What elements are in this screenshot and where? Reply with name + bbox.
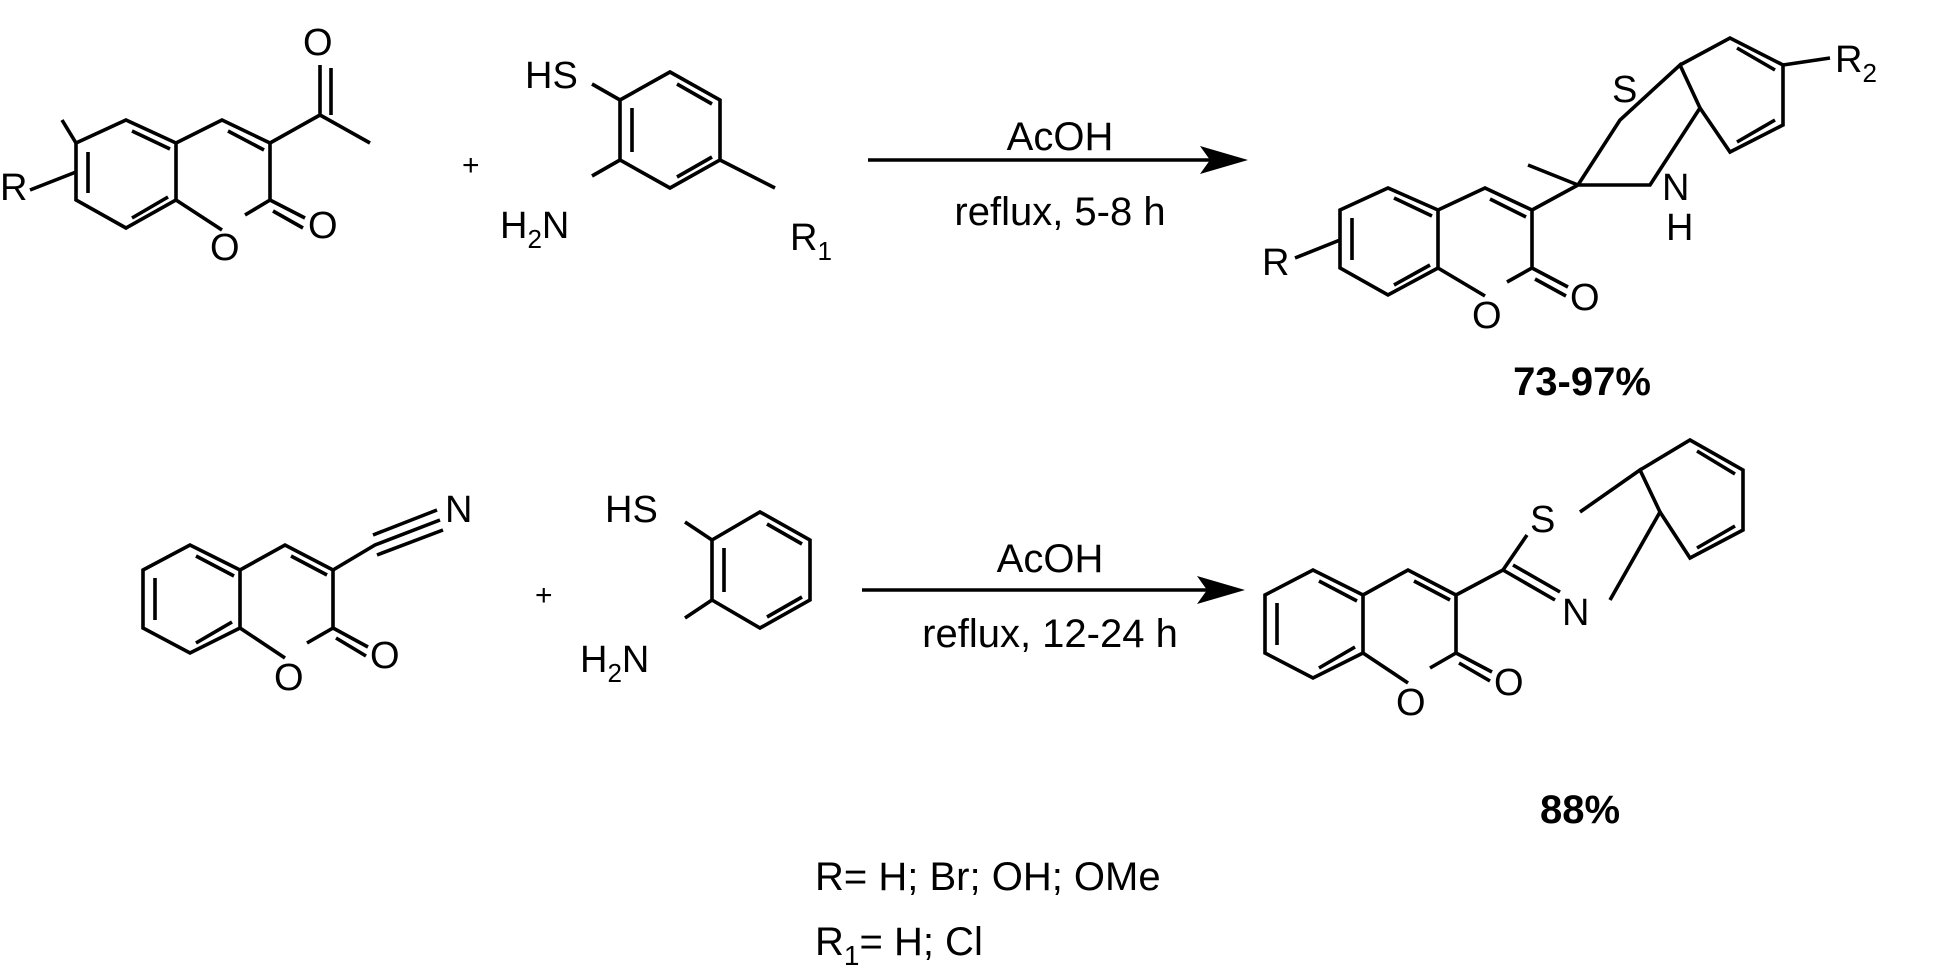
atom-ring-oxygen-product1: O (1472, 295, 1502, 337)
label-h2n: H2N (500, 205, 569, 254)
atom-ring-oxygen-product2: O (1396, 682, 1426, 724)
atom-nitrogen-product1: N (1662, 167, 1689, 209)
plus-sign-1: + (462, 149, 480, 182)
substituent-r: R (0, 167, 27, 209)
substituent-r1: R1 (790, 217, 832, 266)
svg-text:R2: R2 (1835, 39, 1877, 88)
product-coumarin-benzothiazoline: O O S N H R R2 (1262, 35, 1877, 337)
atom-carbonyl-oxygen-cyanocoumarin: O (370, 635, 400, 677)
atom-carbonyl-oxygen-product2: O (1494, 662, 1524, 704)
yield-label-2: 88% (1540, 788, 1620, 832)
reaction-arrow-2 (862, 576, 1245, 604)
legend-r-line: R= H; Br; OH; OMe (815, 855, 1161, 899)
substituent-legend: R= H; Br; OH; OMe R1= H; Cl (815, 855, 1161, 971)
atom-ring-oxygen-cyanocoumarin: O (274, 657, 304, 699)
label-h2n-2: H2N (580, 639, 649, 688)
conditions-label-2: reflux, 12-24 h (922, 612, 1178, 656)
product-coumarin-benzothiazole: O O S N (1263, 437, 1745, 724)
reactant-2-aminothiophenol: HS H2N (580, 489, 812, 688)
substituent-r2: R2 (1835, 39, 1877, 88)
yield-label-1: 73-97% (1513, 360, 1651, 404)
legend-r1-line: R1= H; Cl (815, 920, 983, 971)
atom-acetyl-oxygen: O (303, 22, 333, 64)
reagent-label-1: AcOH (1007, 115, 1114, 159)
svg-text:H2N: H2N (500, 205, 569, 254)
atom-hs-2: HS (605, 489, 658, 531)
plus-sign-2: + (535, 579, 553, 612)
conditions-label-1: reflux, 5-8 h (954, 190, 1165, 234)
svg-text:H2N: H2N (580, 639, 649, 688)
atom-carbonyl-oxygen: O (308, 205, 338, 247)
svg-text:R1: R1 (790, 217, 832, 266)
reactant-3-acetylcoumarin: O O O R (0, 22, 371, 269)
atom-ring-oxygen: O (210, 227, 240, 269)
reaction-arrow-1 (868, 146, 1248, 174)
reactant-3-cyanocoumarin: O O N (141, 489, 472, 699)
atom-hs: HS (525, 55, 578, 97)
atom-carbonyl-oxygen-product1: O (1570, 277, 1600, 319)
atom-sulfur-product2: S (1530, 499, 1555, 541)
reactant-aminothiophenol-substituted: HS H2N R1 (500, 55, 832, 266)
atom-sulfur-product1: S (1612, 69, 1637, 111)
atom-nitrogen-product2: N (1562, 592, 1589, 634)
reagent-label-2: AcOH (997, 537, 1104, 581)
atom-nitrile-nitrogen: N (445, 489, 472, 531)
substituent-r-product1: R (1262, 242, 1289, 284)
atom-nh-hydrogen: H (1666, 207, 1693, 249)
